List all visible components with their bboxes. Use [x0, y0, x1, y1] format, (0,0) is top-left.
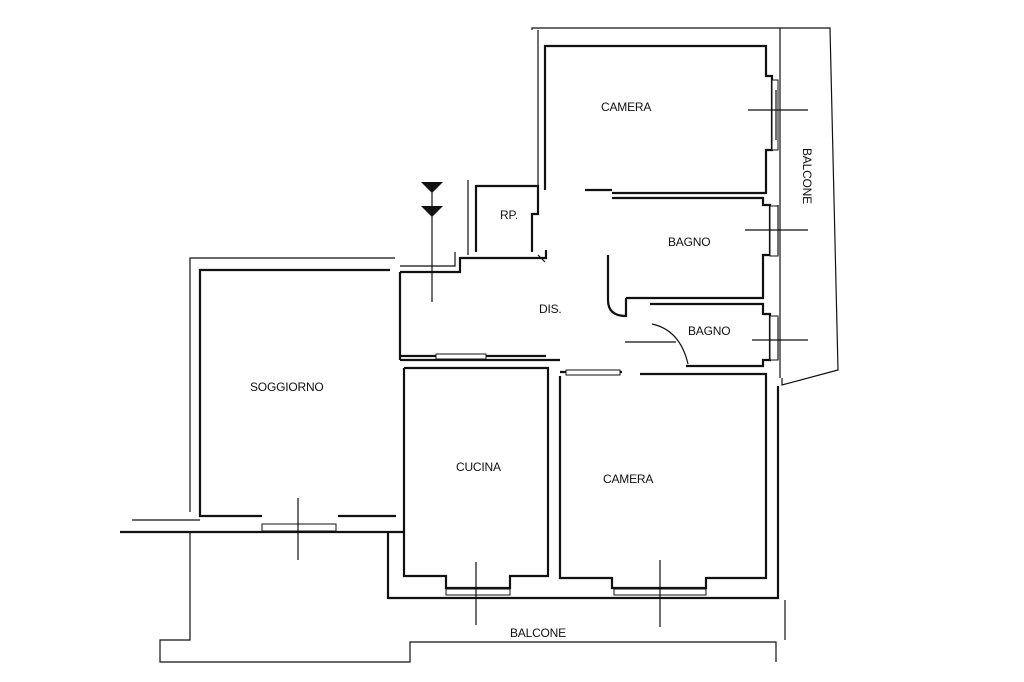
label-bagno-1: BAGNO	[668, 235, 711, 249]
label-ripostiglio: RP.	[500, 208, 518, 222]
wall-bagno-1	[606, 196, 808, 318]
wall-soggiorno	[120, 257, 404, 560]
label-disimpegno: DIS.	[539, 302, 562, 316]
outer-walls	[159, 386, 786, 663]
label-bagno-2: BAGNO	[688, 324, 731, 338]
wall-camera-bottom	[558, 369, 768, 627]
label-balcone-right: BALCONE	[800, 148, 814, 204]
label-soggiorno: SOGGIORNO	[250, 380, 324, 394]
label-camera-bottom: CAMERA	[603, 472, 654, 486]
wall-camera-top	[537, 30, 808, 195]
wall-corridor	[398, 250, 622, 374]
label-cucina: CUCINA	[456, 460, 501, 474]
wall-bagno-2	[625, 302, 808, 368]
label-balcone-bottom: BALCONE	[510, 626, 566, 640]
label-camera-top: CAMERA	[601, 100, 652, 114]
wall-cucina	[402, 366, 550, 625]
balcony-right-outline	[531, 27, 839, 386]
riser-symbol	[421, 182, 443, 302]
